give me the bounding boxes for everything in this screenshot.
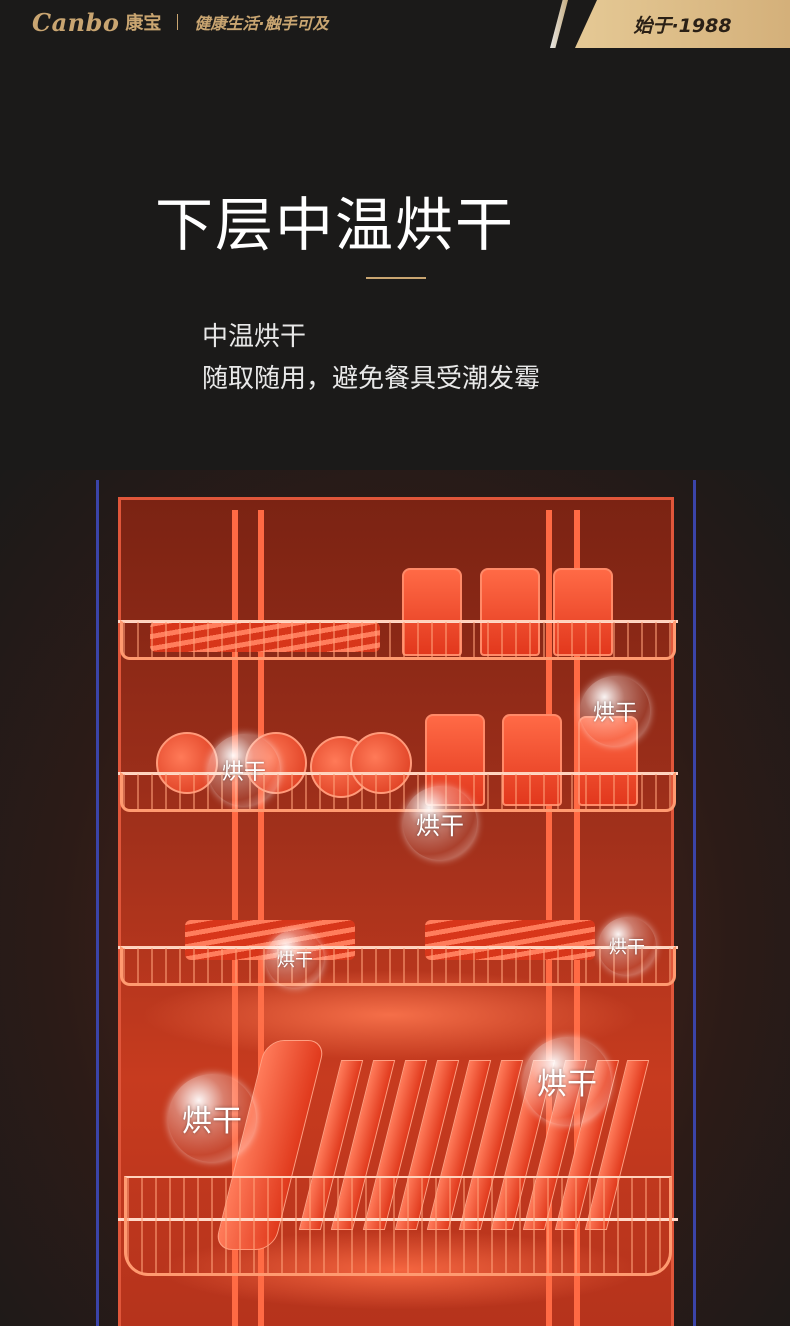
drying-bubble: 烘干	[168, 1074, 256, 1162]
brand-logo: Canbo 康宝 健康生活·触手可及	[32, 6, 328, 38]
description-line-2: 随取随用，避免餐具受潮发霉	[202, 364, 541, 394]
drying-bubble-label: 烘干	[537, 1067, 597, 1102]
rack-pole	[258, 510, 264, 1326]
drying-bubble-label: 烘干	[182, 1104, 242, 1139]
badge-accent-stripe	[550, 0, 568, 48]
drying-bubble-label: 烘干	[277, 950, 313, 971]
brand-name-en: Canbo	[32, 7, 120, 37]
dish-rack-shelf-3	[120, 946, 676, 986]
page-title: 下层中温烘干	[154, 191, 515, 259]
brand-name-cn: 康宝	[125, 13, 162, 34]
drying-bubble: 烘干	[208, 734, 280, 806]
dish-rack-shelf-2	[120, 772, 676, 812]
drying-bubble: 烘干	[266, 930, 324, 988]
dish-rack-basket	[124, 1176, 672, 1276]
since-badge: 始于·1988	[575, 0, 790, 48]
drying-bubble-label: 烘干	[416, 811, 464, 840]
drying-bubble: 烘干	[523, 1037, 611, 1125]
drying-bubble-label: 烘干	[221, 760, 266, 785]
drying-bubble: 烘干	[580, 676, 650, 746]
brand-divider	[177, 14, 179, 30]
feature-description: 中温烘干 随取随用，避免餐具受潮发霉	[202, 316, 540, 400]
description-line-1: 中温烘干	[202, 322, 307, 352]
drying-bubble: 烘干	[403, 786, 477, 860]
rack-pole	[546, 510, 552, 1326]
since-label: 始于·1988	[633, 14, 732, 37]
rack-pole	[574, 510, 580, 1326]
title-divider	[366, 277, 426, 279]
header-bar: Canbo 康宝 健康生活·触手可及 始于·1988	[0, 0, 790, 48]
brand-slogan: 健康生活·触手可及	[194, 14, 329, 33]
dish-rack-shelf-1	[120, 620, 676, 660]
drying-bubble: 烘干	[598, 917, 656, 975]
cabinet-outer-frame	[96, 480, 696, 1326]
drying-bubble-label: 烘干	[592, 701, 637, 726]
drying-bubble-label: 烘干	[609, 937, 645, 958]
rack-pole	[232, 510, 238, 1326]
